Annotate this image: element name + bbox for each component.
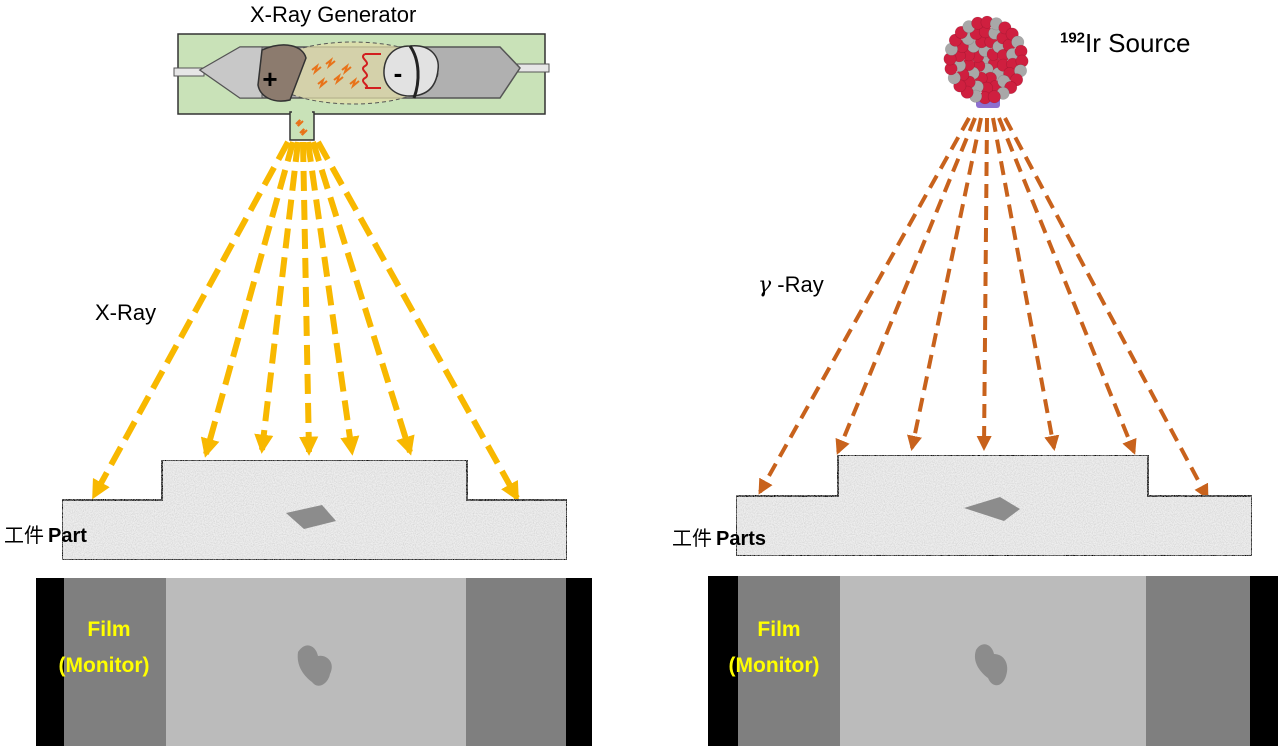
gamma-ray-text: -Ray <box>771 272 824 297</box>
electron-beam <box>295 57 360 136</box>
right-film-label-line1: Film <box>757 618 801 641</box>
generator-window <box>289 111 315 141</box>
ray-arrow <box>758 117 971 495</box>
ray-arrow <box>997 117 1137 455</box>
left-part-label-en: Part <box>48 525 87 547</box>
generator-window-join <box>292 108 312 116</box>
cathode-cup <box>383 45 439 97</box>
anode-symbol: + <box>262 64 277 94</box>
ir-source-label: 192Ir Source <box>1060 28 1191 59</box>
ir192-source-icon <box>943 15 1029 108</box>
anode-rod <box>173 67 205 77</box>
right-film <box>708 576 1278 746</box>
left-part-label-cn: 工件 <box>4 523 44 547</box>
nucleon-sphere <box>987 90 1001 104</box>
right-film-label: Film (Monitor) <box>714 612 844 684</box>
left-film <box>36 578 592 746</box>
right-part-defect <box>964 497 1020 521</box>
left-film-defect-image <box>297 645 332 686</box>
filament-coil <box>362 53 381 89</box>
isotope-mass-number: 192 <box>1060 29 1086 47</box>
gamma-ray-beams <box>758 117 1209 500</box>
ray-arrow <box>91 140 291 500</box>
xray-generator: + - <box>173 33 550 141</box>
source-name: Ir Source <box>1085 28 1191 58</box>
ray-arrow <box>200 141 296 458</box>
cathode-ridge <box>408 45 420 99</box>
ray-arrow <box>976 117 992 452</box>
xray-generator-label: X-Ray Generator <box>250 2 417 27</box>
left-film-label-line2: (Monitor) <box>58 654 150 677</box>
left-film-label-line1: Film <box>87 618 131 641</box>
cathode-symbol: - <box>394 58 403 88</box>
xray-label: X-Ray <box>95 300 157 325</box>
gamma-symbol: γ <box>758 273 772 298</box>
right-film-label-line2: (Monitor) <box>728 654 820 677</box>
ray-arrow <box>907 117 983 451</box>
left-film-label: Film (Monitor) <box>44 612 174 684</box>
ray-arrow <box>991 117 1060 451</box>
ray-arrow <box>305 141 360 456</box>
right-film-defect-image <box>974 644 1008 686</box>
ray-arrow <box>315 140 520 502</box>
xray-beams <box>91 140 520 502</box>
left-part-defect <box>286 505 336 529</box>
ray-arrow <box>254 141 301 454</box>
right-part-label-cn: 工件 <box>672 526 712 550</box>
right-part-label-en: Parts <box>716 528 767 550</box>
gamma-ray-label: γ -Ray <box>758 272 824 298</box>
ray-arrow <box>1003 117 1209 500</box>
anode-target <box>257 44 307 102</box>
ray-arrow <box>835 117 977 455</box>
ray-arrow <box>310 141 415 456</box>
ray-arrow <box>299 141 319 456</box>
